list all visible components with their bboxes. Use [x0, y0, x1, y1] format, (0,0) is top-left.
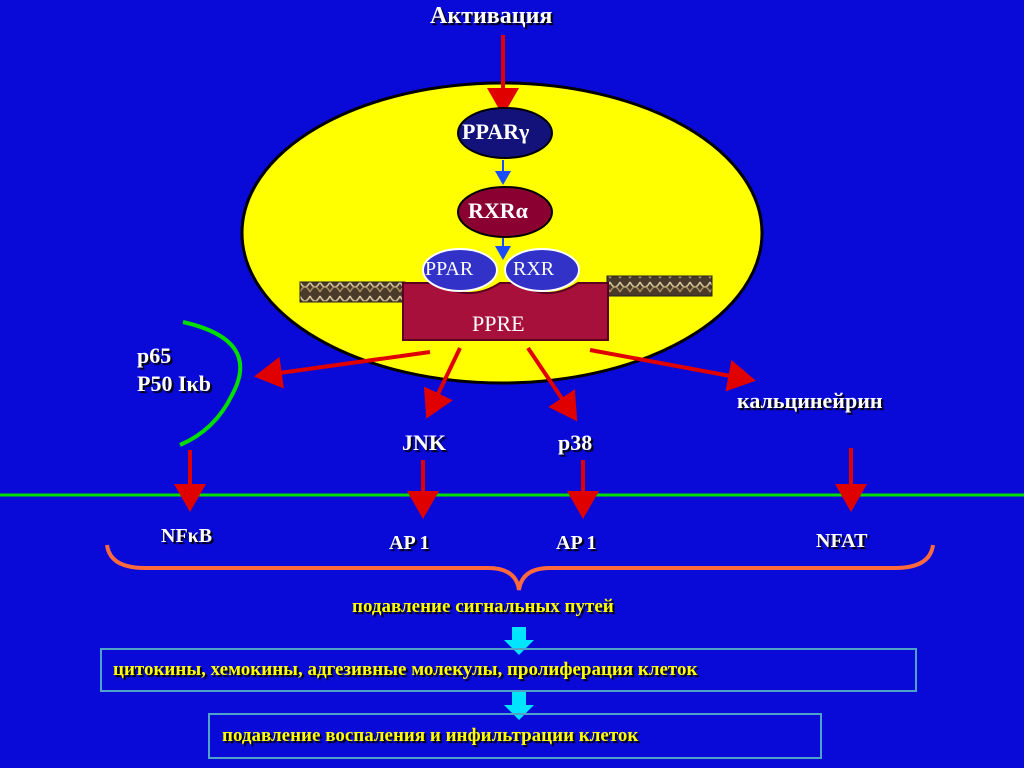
outcome-text: подавление воспаления и инфильтрации кле…: [222, 725, 639, 746]
rxr-alpha-node: [457, 186, 553, 238]
ap1-left-label: AP 1: [389, 532, 430, 554]
curly-brace: [105, 544, 935, 591]
arrow-to-calcineurin: [589, 348, 756, 392]
cyan-arrow-2: [504, 692, 534, 720]
p38-label: p38: [558, 430, 593, 455]
jnk-label: JNK: [402, 430, 446, 455]
ppar-node: [422, 248, 498, 292]
arrow-to-p38: [526, 346, 578, 422]
ap1-right-label: AP 1: [556, 532, 597, 554]
rxr-label: RXR: [513, 258, 555, 280]
cyan-arrow-1: [504, 627, 534, 655]
arrow-to-p65: [254, 350, 431, 389]
rxr-alpha-label: RXRα: [468, 198, 528, 223]
ppre-label: PPRE: [472, 311, 525, 336]
effects-box: [100, 648, 917, 692]
dna-left: [299, 281, 406, 303]
outcome-box: [208, 713, 822, 759]
effects-text: цитокины, хемокины, адгезивные молекулы,…: [113, 659, 698, 680]
rxr-node: [504, 248, 580, 292]
ppar-gamma-node: [457, 107, 553, 159]
activation-title: Активация: [430, 3, 553, 29]
ppar-gamma-label: PPARγ: [462, 119, 530, 144]
arrow-to-jnk: [423, 347, 462, 419]
nfkb-label: NFκB: [161, 525, 213, 547]
ppar-label: PPAR: [425, 258, 474, 280]
dna-right: [606, 275, 713, 297]
calcineurin-label: кальцинейрин: [737, 388, 883, 413]
suppression-label: подавление сигнальных путей: [352, 596, 614, 617]
p65-label: p65: [137, 343, 172, 368]
nfat-label: NFAT: [816, 530, 868, 552]
ikb-arc: [179, 320, 243, 447]
p50-ikb-label: P50 Iκb: [137, 371, 211, 396]
